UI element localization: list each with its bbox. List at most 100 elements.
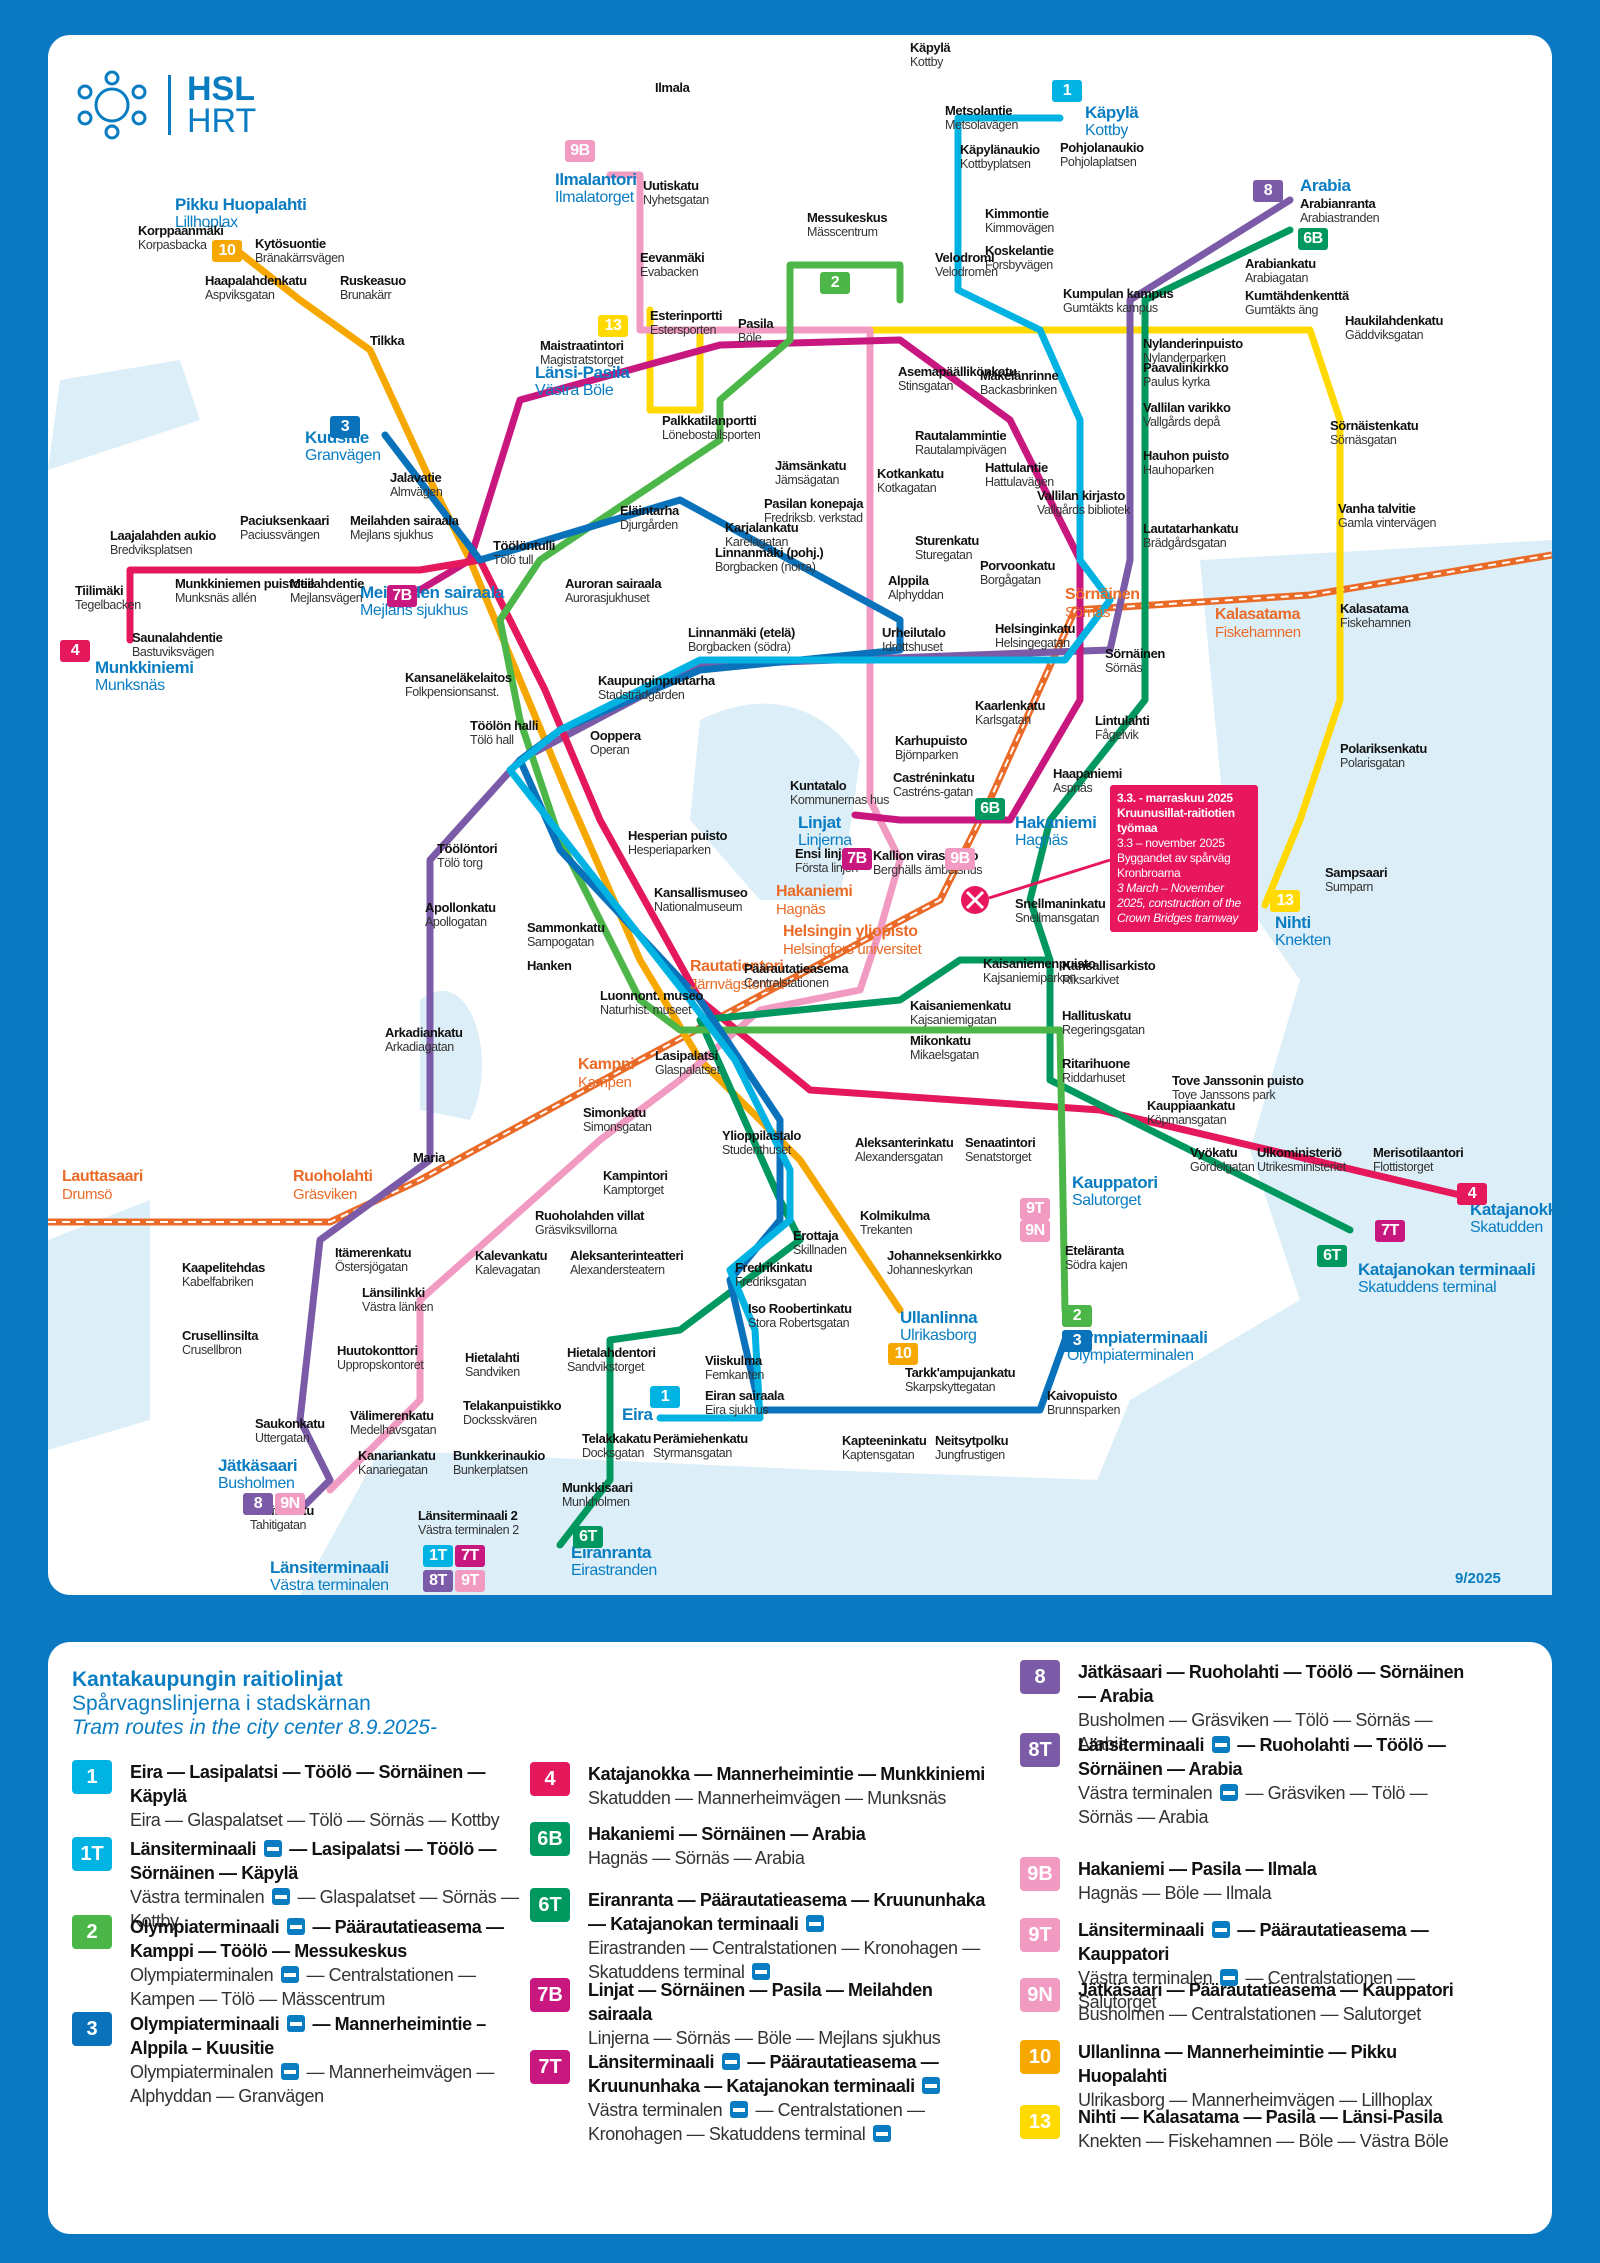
map-route-badge[interactable]: 2 bbox=[820, 272, 850, 294]
map-route-badge[interactable]: 1T bbox=[423, 1545, 453, 1567]
station-label[interactable]: Linnanmäki (etelä)Borgbacken (södra) bbox=[688, 625, 795, 655]
map-route-badge[interactable]: 7T bbox=[1375, 1220, 1405, 1242]
map-route-badge[interactable]: 9B bbox=[565, 140, 595, 162]
station-label[interactable]: Linnanmäki (pohj.)Borgbacken (norra) bbox=[715, 545, 824, 575]
map-route-badge[interactable]: 6T bbox=[573, 1526, 603, 1548]
map-route-badge[interactable]: 10 bbox=[888, 1343, 918, 1365]
map-route-badge[interactable]: 13 bbox=[598, 315, 628, 337]
station-label[interactable]: Hanken bbox=[527, 958, 572, 973]
station-label[interactable]: Maria bbox=[413, 1150, 445, 1165]
map-route-badge[interactable]: 1 bbox=[650, 1386, 680, 1408]
map-route-badge[interactable]: 7T bbox=[455, 1545, 485, 1567]
map-route-badge[interactable]: 9T bbox=[1020, 1198, 1050, 1220]
map-route-badge[interactable]: 6B bbox=[975, 798, 1005, 820]
